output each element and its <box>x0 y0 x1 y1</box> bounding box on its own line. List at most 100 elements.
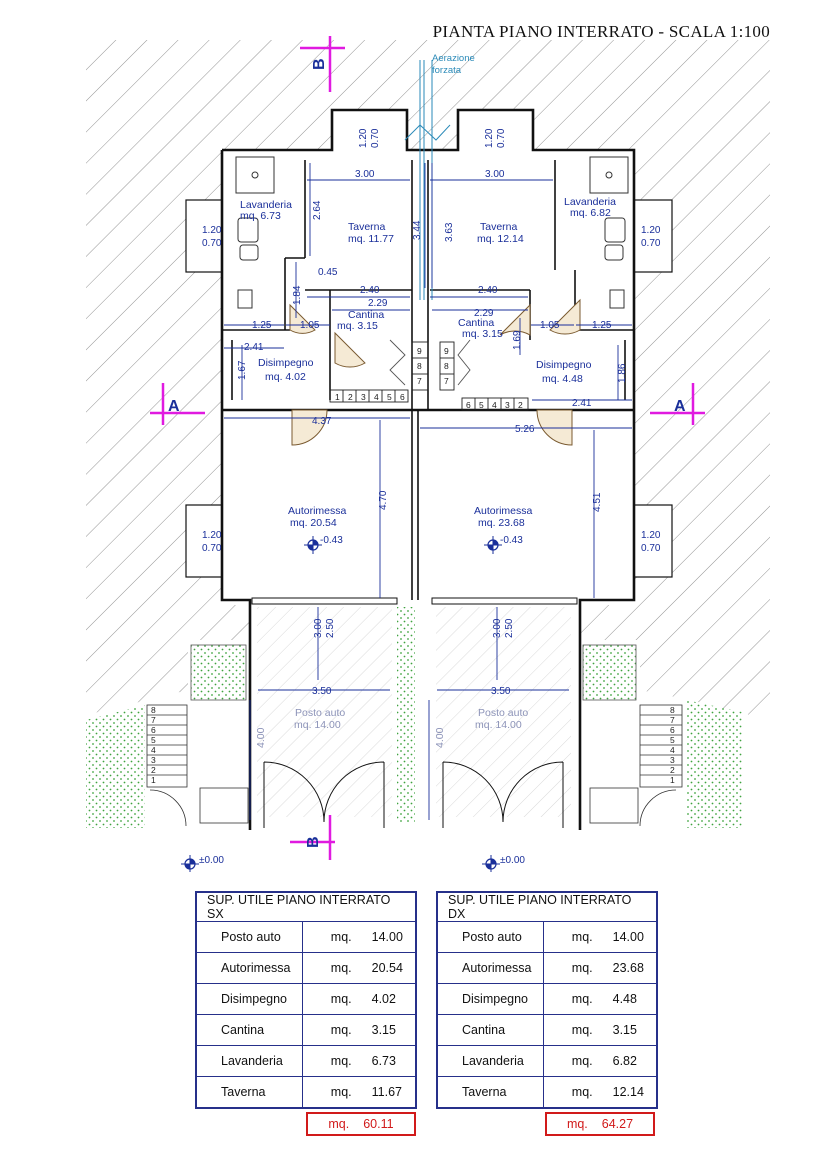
svg-text:4.00: 4.00 <box>255 727 267 748</box>
window-bays <box>185 199 673 578</box>
sanitary-fixtures <box>235 156 629 309</box>
svg-text:6: 6 <box>466 400 471 410</box>
level-marker-icon <box>304 536 322 554</box>
svg-text:8: 8 <box>417 361 422 371</box>
svg-text:1: 1 <box>335 392 340 402</box>
svg-text:2: 2 <box>348 392 353 402</box>
svg-text:3: 3 <box>670 755 675 765</box>
table-row: Taverna mq.12.14 <box>436 1076 658 1109</box>
svg-text:4.51: 4.51 <box>592 492 603 512</box>
room-name: Posto auto <box>478 707 528 719</box>
svg-text:3.00: 3.00 <box>355 169 375 180</box>
svg-text:2.40: 2.40 <box>360 285 380 296</box>
area-table-dx: SUP. UTILE PIANO INTERRATO DX Posto auto… <box>436 891 658 1109</box>
svg-text:3.00: 3.00 <box>492 618 503 638</box>
total-area-sx: mq.60.11 <box>306 1112 416 1136</box>
window-width-label: 1.20 <box>202 225 222 236</box>
section-markers <box>150 36 705 860</box>
table-row: Disimpegno mq.4.48 <box>436 983 658 1015</box>
svg-text:8: 8 <box>444 361 449 371</box>
stair-numbers: 1 2 3 4 5 6 9 8 7 9 8 7 6 5 4 3 2 <box>335 346 523 410</box>
svg-text:6: 6 <box>400 392 405 402</box>
svg-text:3.00: 3.00 <box>485 169 505 180</box>
table-row: Taverna mq.11.67 <box>195 1076 417 1109</box>
svg-text:1.69: 1.69 <box>512 330 523 350</box>
svg-text:Aerazione: Aerazione <box>432 53 475 64</box>
dimension-values: 3.00 3.00 2.64 3.44 3.63 0.45 2.40 2.40 … <box>237 169 628 748</box>
level-marker-icon <box>484 536 502 554</box>
svg-text:1.05: 1.05 <box>540 320 560 331</box>
section-b-label: B <box>305 836 322 848</box>
svg-text:3.63: 3.63 <box>444 222 455 242</box>
window-height-label: 0.70 <box>641 543 661 554</box>
svg-text:5: 5 <box>151 735 156 745</box>
room-name: Cantina <box>458 317 494 329</box>
svg-text:7: 7 <box>444 376 449 386</box>
svg-text:3.50: 3.50 <box>491 686 511 697</box>
svg-text:6: 6 <box>151 725 156 735</box>
svg-text:2.50: 2.50 <box>325 618 336 638</box>
svg-text:3.44: 3.44 <box>412 220 423 240</box>
room-name: Disimpegno <box>536 359 592 371</box>
table-row: Lavanderia mq.6.73 <box>195 1045 417 1077</box>
level-value: ±0.00 <box>500 855 525 866</box>
floor-plan: 1.20 0.70 1.20 0.70 1.20 0.70 1.20 0.70 … <box>86 36 770 860</box>
section-b-label: B <box>311 58 328 70</box>
svg-text:2.29: 2.29 <box>474 308 494 319</box>
svg-text:3.50: 3.50 <box>312 686 332 697</box>
svg-text:2.41: 2.41 <box>572 398 592 409</box>
window-height-label: 0.70 <box>202 543 222 554</box>
window-height-label: 0.70 <box>496 128 507 148</box>
interior-stairs <box>329 339 529 411</box>
room-name: Autorimessa <box>288 505 347 517</box>
table-row: Cantina mq.3.15 <box>195 1014 417 1046</box>
svg-text:6: 6 <box>670 725 675 735</box>
svg-text:7: 7 <box>151 715 156 725</box>
svg-text:0.45: 0.45 <box>318 267 338 278</box>
room-area: mq. 12.14 <box>477 233 524 245</box>
total-area-dx: mq.64.27 <box>545 1112 655 1136</box>
section-a-label: A <box>168 398 180 415</box>
window-width-label: 1.20 <box>484 128 495 148</box>
svg-text:3: 3 <box>361 392 366 402</box>
room-name: Posto auto <box>295 707 345 719</box>
table-header: SUP. UTILE PIANO INTERRATO DX <box>436 891 658 922</box>
room-area: mq. 4.02 <box>265 371 306 383</box>
table-row: Posto auto mq.14.00 <box>195 921 417 953</box>
window-height-label: 0.70 <box>370 128 381 148</box>
svg-text:8: 8 <box>151 705 156 715</box>
room-name: Taverna <box>348 221 386 233</box>
svg-text:1: 1 <box>151 775 156 785</box>
room-area: mq. 3.15 <box>462 328 503 340</box>
room-area: mq. 11.77 <box>348 233 394 245</box>
parking-ramp-hatch <box>257 607 571 817</box>
svg-text:4: 4 <box>151 745 156 755</box>
svg-text:9: 9 <box>417 346 422 356</box>
table-row: Autorimessa mq.20.54 <box>195 952 417 984</box>
svg-text:4: 4 <box>374 392 379 402</box>
dimension-lines <box>224 163 632 820</box>
level-value: ±0.00 <box>199 855 224 866</box>
window-labels: 1.20 0.70 1.20 0.70 1.20 0.70 1.20 0.70 … <box>202 128 661 554</box>
svg-text:4: 4 <box>492 400 497 410</box>
room-labels-sx: Lavanderia mq. 6.73 Taverna mq. 11.77 Ca… <box>240 199 394 731</box>
svg-text:2.50: 2.50 <box>504 618 515 638</box>
table-row: Autorimessa mq.23.68 <box>436 952 658 984</box>
room-area: mq. 3.15 <box>337 320 378 332</box>
svg-text:4.00: 4.00 <box>434 727 446 748</box>
svg-text:8: 8 <box>670 705 675 715</box>
table-header: SUP. UTILE PIANO INTERRATO SX <box>195 891 417 922</box>
svg-text:7: 7 <box>417 376 422 386</box>
section-letters: B B A A <box>168 58 686 848</box>
room-area: mq. 20.54 <box>290 517 337 529</box>
svg-text:4.70: 4.70 <box>378 490 389 510</box>
room-labels-dx: Lavanderia mq. 6.82 Taverna mq. 12.14 Ca… <box>458 196 616 731</box>
room-name: Taverna <box>480 221 518 233</box>
section-a-label: A <box>674 398 686 415</box>
window-height-label: 0.70 <box>641 238 661 249</box>
svg-text:1.05: 1.05 <box>300 320 320 331</box>
window-width-label: 1.20 <box>202 530 222 541</box>
room-area: mq. 6.82 <box>570 207 611 219</box>
table-row: Lavanderia mq.6.82 <box>436 1045 658 1077</box>
room-name: Disimpegno <box>258 357 314 369</box>
